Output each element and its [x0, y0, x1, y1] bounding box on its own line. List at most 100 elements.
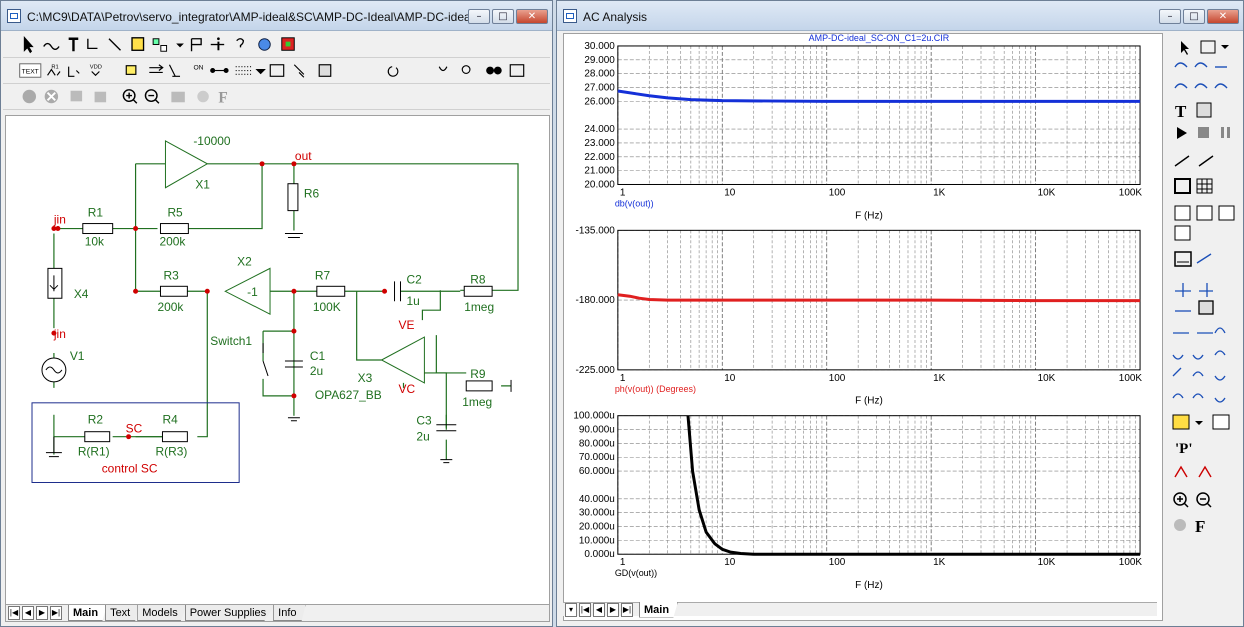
capacitor-c3[interactable] — [436, 424, 457, 432]
find-icon[interactable] — [461, 65, 471, 74]
prev-page-button[interactable]: ◀ — [22, 606, 34, 620]
maximize-button[interactable]: □ — [492, 9, 514, 24]
tab-info[interactable]: Info — [273, 605, 306, 621]
text-tool-icon[interactable]: T — [1175, 102, 1187, 121]
wire-step-icon[interactable] — [87, 38, 98, 50]
zoom-out-icon[interactable] — [144, 89, 158, 103]
r1-label[interactable]: R1 — [51, 65, 58, 71]
pause-icon[interactable] — [1221, 127, 1224, 138]
zoom-out-icon[interactable] — [1196, 492, 1210, 506]
font-icon[interactable]: F — [1195, 517, 1205, 536]
diagonal-wire-icon[interactable] — [108, 38, 121, 51]
on-label[interactable]: ON — [193, 65, 203, 72]
select-arrow-icon[interactable] — [23, 36, 34, 54]
numeric-table-icon[interactable] — [1212, 414, 1230, 430]
stop-icon[interactable] — [1198, 127, 1209, 138]
text-mode-label[interactable]: TEXT — [22, 68, 39, 75]
analysis-tab-main[interactable]: Main — [639, 601, 679, 618]
analysis-close-button[interactable]: ✕ — [1207, 9, 1239, 24]
analysis-next-page-button[interactable]: ▶ — [607, 602, 619, 617]
resistor-r7[interactable] — [316, 285, 346, 297]
text-icon[interactable] — [68, 37, 79, 52]
analysis-last-page-button[interactable]: ▶| — [621, 602, 633, 617]
mirror-icon[interactable] — [438, 66, 448, 72]
zoom-in-icon[interactable] — [122, 89, 136, 103]
cursor-left-icon[interactable] — [1174, 465, 1188, 478]
palette-icon[interactable] — [1174, 519, 1186, 531]
select-arrow-icon[interactable] — [1181, 41, 1189, 55]
cursor-right-icon[interactable] — [1198, 465, 1212, 478]
chart-format-icon[interactable] — [1198, 300, 1214, 315]
capacitor-c1[interactable] — [284, 360, 303, 368]
properties-icon[interactable] — [1196, 102, 1212, 118]
help-icon[interactable] — [236, 38, 245, 48]
vdd-label[interactable]: VDD — [90, 65, 102, 71]
flag-icon[interactable] — [190, 38, 202, 52]
resistor-r2[interactable] — [84, 431, 111, 443]
opamp-x3-symbol[interactable] — [380, 336, 425, 384]
resistor-r1[interactable] — [82, 223, 114, 235]
page-frame-icon[interactable] — [269, 64, 285, 77]
run-icon[interactable] — [1177, 127, 1187, 139]
info-icon[interactable] — [217, 41, 220, 51]
show-values-icon[interactable] — [168, 64, 181, 77]
diagonal-tool-icon[interactable] — [1198, 155, 1214, 167]
opamp-x1-symbol[interactable] — [164, 140, 209, 189]
last-page-button[interactable]: ▶| — [50, 606, 62, 620]
opamp-x2-symbol[interactable] — [224, 267, 271, 316]
tab-power-supplies[interactable]: Power Supplies — [184, 605, 276, 621]
resistor-r8[interactable] — [463, 285, 493, 297]
stamp-icon[interactable] — [1172, 414, 1190, 430]
resistor-r5[interactable] — [159, 223, 189, 235]
frame-icon[interactable] — [1174, 178, 1191, 194]
dropdown-arrow-icon[interactable] — [176, 43, 184, 48]
chip-select-icon[interactable] — [152, 38, 160, 45]
switch1-contact[interactable] — [262, 343, 269, 377]
next-page-button[interactable]: ▶ — [36, 606, 48, 620]
curve-tool-icon[interactable] — [1174, 62, 1188, 68]
analysis-prev-page-button[interactable]: ◀ — [593, 602, 605, 617]
binoculars-icon[interactable] — [486, 66, 495, 75]
copy-disabled-icon[interactable] — [70, 90, 83, 102]
analysis-minimize-button[interactable]: – — [1159, 9, 1181, 24]
properties-icon[interactable] — [318, 64, 332, 77]
select-mode-icon[interactable] — [293, 64, 305, 78]
resistor-r3[interactable] — [159, 285, 188, 297]
tab-main[interactable]: Main — [68, 605, 108, 621]
grid-dots-icon[interactable] — [235, 66, 252, 75]
resistor-r4[interactable] — [161, 431, 188, 443]
dropdown-arrow-icon[interactable] — [1221, 45, 1229, 49]
run-disabled-icon[interactable] — [22, 89, 37, 104]
globe-icon[interactable] — [258, 38, 271, 51]
rotate-icon[interactable] — [387, 66, 399, 77]
ac-analysis-title-bar[interactable]: AC Analysis – □ ✕ — [557, 1, 1243, 31]
control-sc-block[interactable] — [31, 402, 240, 483]
table-icon[interactable] — [1174, 205, 1191, 221]
node-number-icon[interactable] — [47, 68, 61, 76]
analysis-first-page-button[interactable]: |◀ — [579, 602, 591, 617]
notes-icon[interactable] — [509, 64, 525, 77]
schematic-canvas[interactable]: -10000 X1 out R6 jin R1 10k R5 200k X2 -… — [5, 115, 550, 605]
capacitor-c2[interactable] — [394, 281, 401, 302]
font-icon[interactable]: F — [218, 89, 227, 106]
close-button[interactable]: ✕ — [516, 9, 548, 24]
peak-label-icon[interactable]: 'P' — [1175, 441, 1193, 457]
cursor-mode-icon[interactable] — [1196, 253, 1212, 264]
wire-icon[interactable] — [43, 42, 60, 50]
analysis-scroll-left-button[interactable]: ▾ — [565, 602, 577, 617]
analysis-maximize-button[interactable]: □ — [1183, 9, 1205, 24]
first-page-button[interactable]: |◀ — [8, 606, 20, 620]
layout-icon[interactable] — [1174, 251, 1192, 267]
pin-connection-icon[interactable] — [68, 66, 80, 77]
pan-mode-icon[interactable] — [1200, 40, 1216, 54]
schematic-title-bar[interactable]: C:\MC9\DATA\Petrov\servo_integrator\AMP-… — [1, 1, 552, 31]
grid-icon[interactable] — [1196, 178, 1213, 194]
palette-icon[interactable] — [197, 90, 209, 103]
camera-icon[interactable] — [171, 91, 185, 103]
line-tool-icon[interactable] — [1174, 155, 1190, 167]
zoom-in-icon[interactable] — [1173, 492, 1187, 506]
arrow-flow-icon[interactable] — [149, 64, 164, 74]
tab-text[interactable]: Text — [105, 605, 140, 621]
resistor-r9[interactable] — [465, 380, 493, 392]
